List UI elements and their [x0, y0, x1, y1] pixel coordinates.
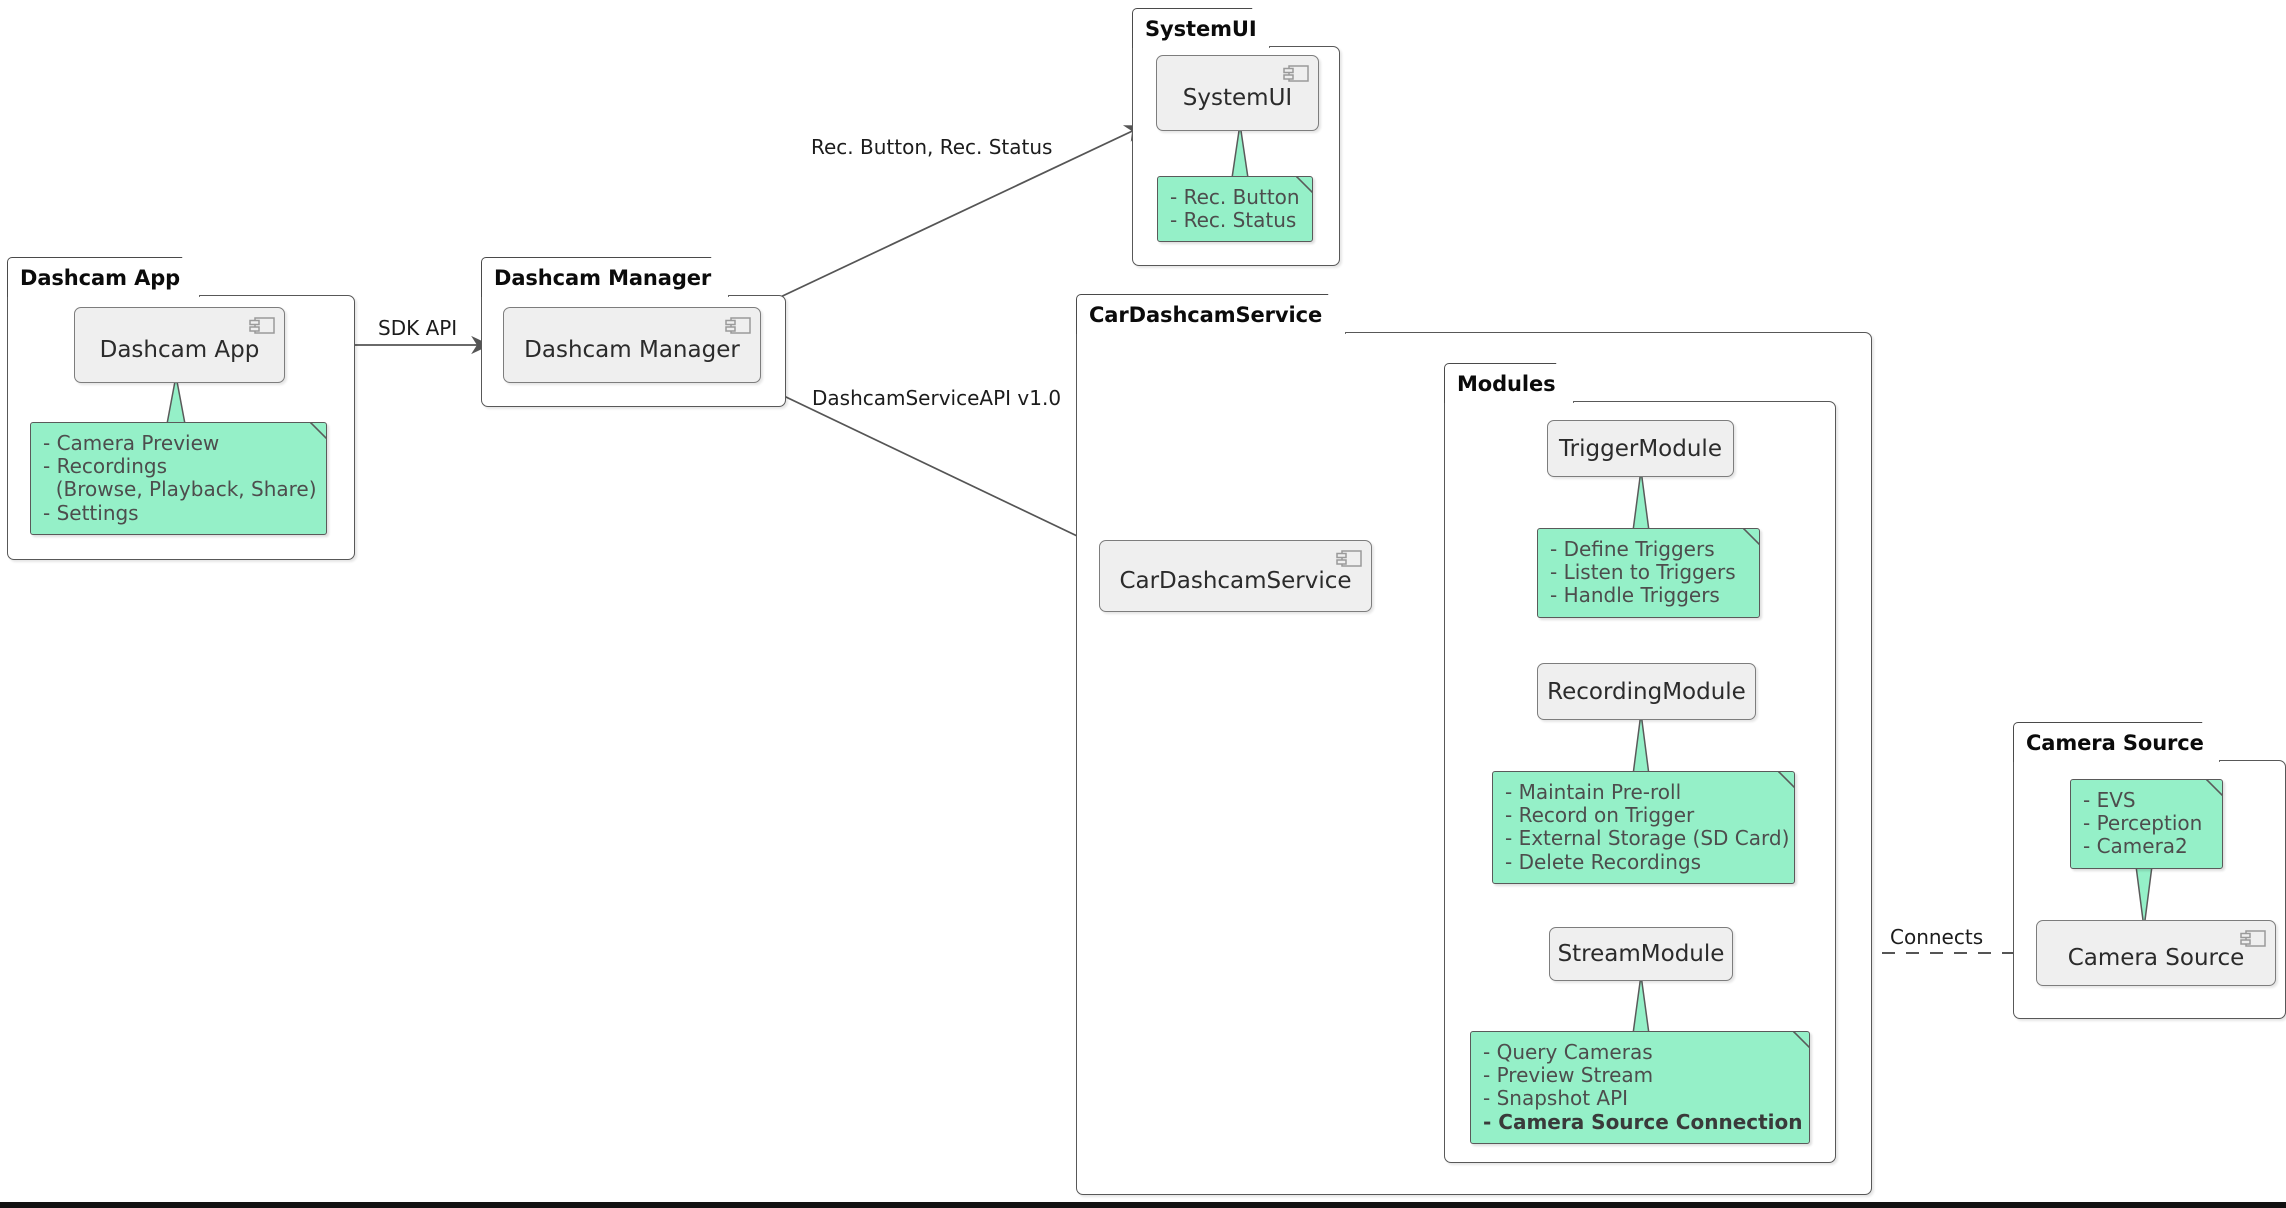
uml-component-icon: [725, 317, 751, 334]
note-line: - EVS: [2083, 788, 2136, 812]
package-tab-dashcam-app: Dashcam App: [7, 257, 200, 297]
note-spike-camera-source: [2135, 866, 2153, 928]
note-line: - Recordings: [43, 454, 168, 479]
package-tab-camera-source: Camera Source: [2013, 722, 2220, 762]
package-label-dashcam-app: Dashcam App: [20, 265, 181, 290]
note-line: - Camera Preview: [43, 431, 220, 455]
component-systemui[interactable]: SystemUI: [1156, 55, 1319, 131]
package-tab-dashcam-manager: Dashcam Manager: [481, 257, 729, 297]
component-dashcam-manager[interactable]: Dashcam Manager: [503, 307, 761, 383]
note-line: - Camera Source Connection: [1483, 1109, 1803, 1134]
component-label-dashcam-app: Dashcam App: [99, 337, 260, 363]
note-line: - Rec. Status: [1170, 208, 1297, 233]
uml-component-icon: [1336, 550, 1362, 567]
edge-label-connects: Connects: [1890, 925, 1984, 949]
component-camera-source[interactable]: Camera Source: [2036, 920, 2276, 986]
note-line: - Settings: [43, 500, 139, 525]
package-label-cardashcamservice: CarDashcamService: [1089, 302, 1323, 327]
note-folded-corner-icon: [1743, 528, 1760, 545]
component-label-cardashcamservice: CarDashcamService: [1119, 568, 1352, 594]
note-folded-corner-icon: [1296, 176, 1313, 193]
component-dashcam-app[interactable]: Dashcam App: [74, 307, 285, 383]
note-folded-corner-icon: [1778, 771, 1795, 788]
edge-label-sdk-api: SDK API: [378, 316, 458, 340]
component-label-camera-source: Camera Source: [2067, 945, 2245, 971]
edge-label-dashcamserviceapi: DashcamServiceAPI v1.0: [812, 386, 1062, 410]
component-label-recordingmodule: RecordingModule: [1547, 678, 1746, 705]
package-label-camera-source: Camera Source: [2026, 730, 2204, 755]
note-systemui: - Rec. Button - Rec. Status: [1157, 176, 1313, 243]
note-line: - Preview Stream: [1483, 1063, 1654, 1088]
uml-component-icon: [2240, 930, 2266, 947]
note-line: - Record on Trigger: [1505, 803, 1695, 828]
note-folded-corner-icon: [2206, 779, 2223, 796]
package-tab-modules: Modules: [1444, 363, 1574, 403]
component-label-systemui: SystemUI: [1182, 85, 1293, 111]
uml-component-icon: [249, 317, 275, 334]
note-line: - Listen to Triggers: [1550, 560, 1736, 585]
note-spike-systemui: [1231, 124, 1249, 178]
note-spike-dashcam-app: [166, 376, 186, 424]
component-label-streammodule: StreamModule: [1557, 941, 1725, 967]
note-streammodule: - Query Cameras - Preview Stream - Snaps…: [1470, 1031, 1810, 1144]
package-label-systemui: SystemUI: [1145, 16, 1257, 41]
note-line: - External Storage (SD Card): [1505, 826, 1790, 851]
edge-label-rec-button-rec-status: Rec. Button, Rec. Status: [811, 135, 1053, 159]
edge-manager-to-service: [741, 375, 1098, 546]
note-line: (Browse, Playback, Share): [43, 477, 317, 502]
note-spike-recordingmodule: [1632, 713, 1650, 775]
package-label-modules: Modules: [1457, 371, 1556, 396]
note-spike-streammodule: [1632, 975, 1650, 1034]
note-line: - Maintain Pre-roll: [1505, 780, 1682, 804]
note-spike-triggermodule: [1632, 470, 1650, 531]
component-label-dashcam-manager: Dashcam Manager: [524, 337, 740, 363]
note-line: - Camera2: [2083, 834, 2188, 859]
note-triggermodule: - Define Triggers - Listen to Triggers -…: [1537, 528, 1760, 618]
component-streammodule[interactable]: StreamModule: [1549, 927, 1733, 981]
note-folded-corner-icon: [310, 422, 327, 439]
uml-component-icon: [1283, 65, 1309, 82]
package-label-dashcam-manager: Dashcam Manager: [494, 265, 712, 290]
note-line: - Perception: [2083, 811, 2203, 836]
note-line: - Rec. Button: [1170, 185, 1300, 209]
note-line: - Query Cameras: [1483, 1040, 1653, 1064]
note-camera-source: - EVS - Perception - Camera2: [2070, 779, 2223, 869]
note-folded-corner-icon: [1793, 1031, 1810, 1048]
component-cardashcamservice[interactable]: CarDashcamService: [1099, 540, 1372, 612]
bottom-frame-bar: [0, 1202, 2286, 1208]
note-line: - Handle Triggers: [1550, 583, 1720, 608]
note-line: - Delete Recordings: [1505, 849, 1702, 874]
note-line: - Define Triggers: [1550, 537, 1715, 561]
note-dashcam-app: - Camera Preview - Recordings (Browse, P…: [30, 422, 327, 535]
package-tab-systemui: SystemUI: [1132, 8, 1270, 48]
component-label-triggermodule: TriggerModule: [1559, 435, 1722, 462]
component-recordingmodule[interactable]: RecordingModule: [1537, 663, 1756, 720]
note-line: - Snapshot API: [1483, 1086, 1629, 1111]
package-tab-cardashcamservice: CarDashcamService: [1076, 294, 1346, 334]
note-recordingmodule: - Maintain Pre-roll - Record on Trigger …: [1492, 771, 1795, 884]
component-triggermodule[interactable]: TriggerModule: [1547, 420, 1734, 477]
edge-manager-to-systemui: [739, 125, 1145, 317]
